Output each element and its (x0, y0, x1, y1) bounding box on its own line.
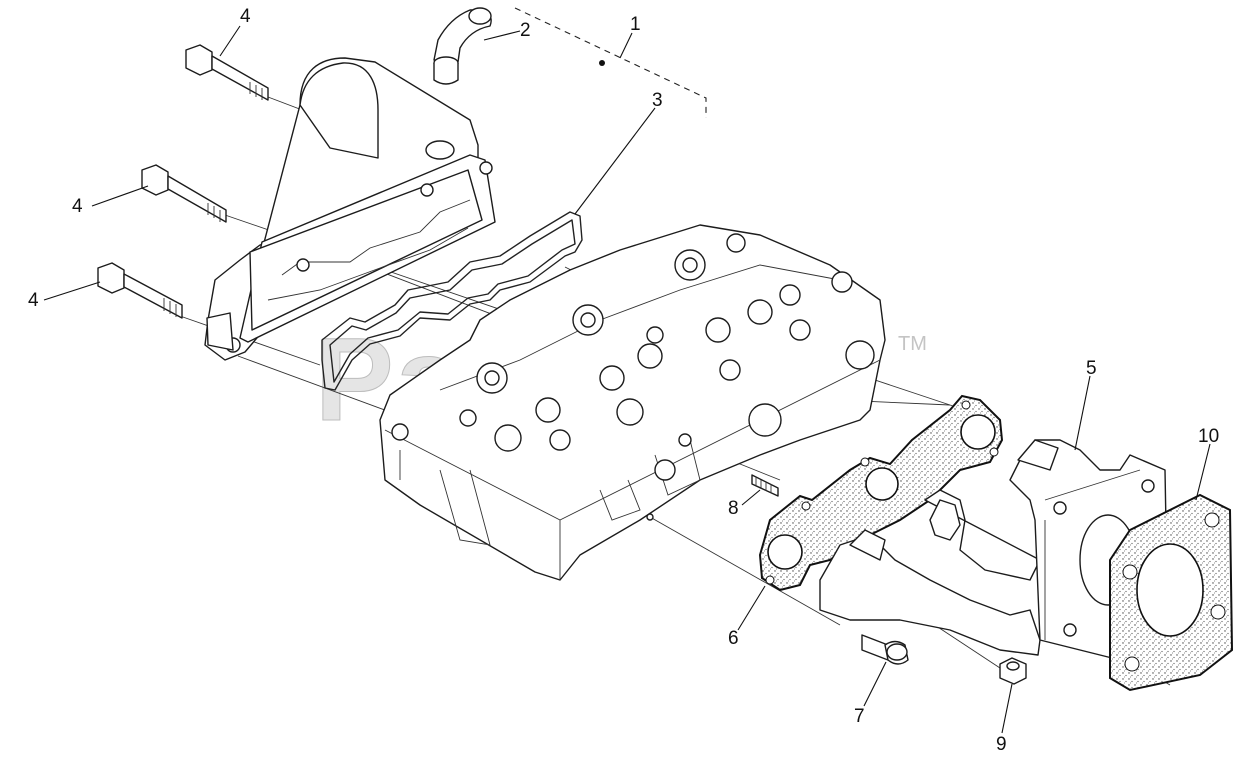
callout-7: 7 (854, 706, 865, 727)
stud (751, 474, 779, 497)
breather-elbow (433, 7, 492, 85)
flange-gasket (1109, 493, 1234, 692)
intake-manifold (204, 57, 496, 361)
callout-4-bottom: 4 (28, 290, 39, 311)
intake-gasket (321, 211, 583, 391)
callout-1: 1 (630, 14, 641, 35)
flange-bolt (861, 634, 909, 665)
leader-lines (43, 25, 1211, 734)
cylinder-head (379, 224, 886, 581)
bolt-top (185, 44, 269, 101)
callout-6: 6 (728, 628, 739, 649)
callout-2: 2 (520, 20, 531, 41)
watermark-trademark: TM (898, 333, 927, 355)
callout-3: 3 (652, 90, 663, 111)
callout-10: 10 (1198, 426, 1219, 447)
callout-4-top: 4 (240, 6, 251, 27)
callout-8: 8 (728, 498, 739, 519)
bolt-middle (141, 164, 227, 223)
callout-labels: 1 2 3 4 4 4 5 6 7 8 9 10 (28, 6, 1219, 755)
exhaust-gasket (758, 394, 1004, 592)
callout-5: 5 (1086, 358, 1097, 379)
bolt-bottom (97, 262, 183, 319)
callout-4-middle: 4 (72, 196, 83, 217)
callout-9: 9 (996, 734, 1007, 755)
assembly-bracket (514, 7, 707, 118)
flange-nut (999, 657, 1027, 685)
